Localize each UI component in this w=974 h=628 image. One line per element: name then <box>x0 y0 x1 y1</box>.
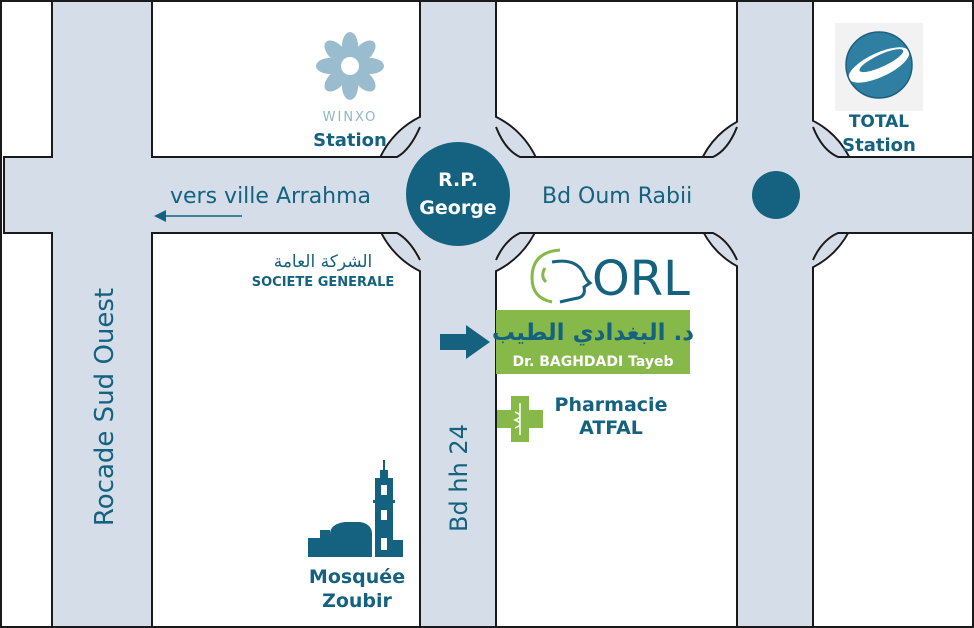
arrow-right-icon <box>440 325 490 359</box>
roundabout-east <box>752 171 800 219</box>
total-globe-icon <box>845 31 913 99</box>
landmark-orl: ORL <box>530 248 690 307</box>
pharmacie-line2: ATFAL <box>579 417 643 439</box>
winxo-station-label: Station <box>313 130 387 151</box>
head-profile-icon <box>530 248 593 304</box>
road-label-vers-ville-arrahma: vers ville Arrahma <box>170 184 371 209</box>
mosquee-line2: Zoubir <box>322 590 392 612</box>
road-label-bd-oum-rabii: Bd Oum Rabii <box>542 184 692 209</box>
road-label-bd-hh-24: Bd hh 24 <box>445 424 473 532</box>
roundabout-rp-george: R.P. George <box>406 142 510 246</box>
landmark-mosquee: Mosquée Zoubir <box>308 460 405 612</box>
total-station-label: Station <box>842 135 916 156</box>
arrow-left-icon <box>154 210 242 222</box>
societe-generale-arabic: الشركة العامة <box>274 252 373 272</box>
doctor-name-arabic: د. البغدادي الطيب <box>492 320 694 346</box>
roundabout-label-line2: George <box>419 197 496 219</box>
road-label-rocade-sud-ouest: Rocade Sud Ouest <box>90 288 120 526</box>
roundabout-label-line1: R.P. <box>438 169 478 191</box>
societe-generale-latin: SOCIETE GENERALE <box>252 275 395 290</box>
pharmacy-cross-icon <box>497 396 543 442</box>
doctor-name-latin: Dr. BAGHDADI Tayeb <box>513 354 674 370</box>
landmark-pharmacie: Pharmacie ATFAL <box>497 394 667 442</box>
total-brand: TOTAL <box>849 112 909 132</box>
doctor-sign-box <box>496 310 690 374</box>
orl-text: ORL <box>592 251 690 307</box>
mosquee-line1: Mosquée <box>309 566 405 588</box>
landmark-doctor: د. البغدادي الطيب Dr. BAGHDADI Tayeb <box>440 310 694 374</box>
flower-logo-icon <box>316 32 384 100</box>
landmark-winxo: WINXO Station <box>313 32 387 151</box>
winxo-brand: WINXO <box>323 110 378 125</box>
road-corner-outlines <box>3 126 974 261</box>
pharmacie-line1: Pharmacie <box>555 394 668 416</box>
landmark-total: TOTAL Station <box>835 23 923 156</box>
landmark-societe-generale: الشركة العامة SOCIETE GENERALE <box>252 252 395 290</box>
